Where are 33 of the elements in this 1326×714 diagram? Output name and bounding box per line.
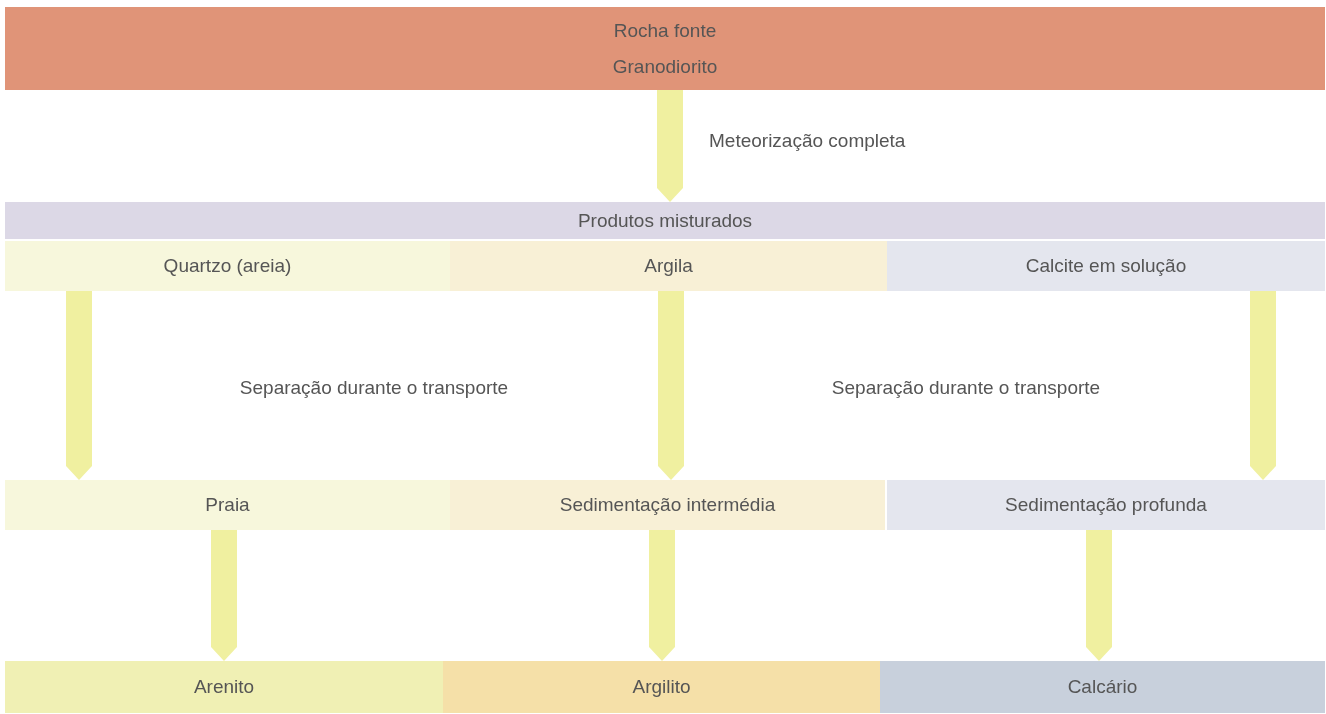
process-box <box>450 241 887 291</box>
arrow <box>66 291 92 480</box>
box-text: Sedimentação profunda <box>1005 494 1207 516</box>
box-text: Argilito <box>632 676 691 698</box>
process-label: Separação durante o transporte <box>831 377 1101 399</box>
process-label: Separação durante o transporte <box>239 377 509 399</box>
box-text: Calcário <box>1067 676 1138 698</box>
box-text: Sedimentação intermédia <box>559 494 776 516</box>
process-box <box>887 241 1325 291</box>
arrow <box>1250 291 1276 480</box>
process-box <box>887 480 1325 530</box>
arrow <box>657 90 683 202</box>
arrow <box>1086 530 1112 661</box>
box-text: Produtos misturados <box>577 209 753 232</box>
process-box <box>5 241 450 291</box>
process-box <box>450 480 885 530</box>
box-text: Arenito <box>193 676 255 698</box>
box-text: Argila <box>644 255 693 277</box>
arrow <box>649 530 675 661</box>
process-box <box>5 480 450 530</box>
process-box <box>880 661 1325 713</box>
box-text: Calcite em solução <box>1025 255 1187 277</box>
box-text: Praia <box>205 494 250 516</box>
arrow <box>211 530 237 661</box>
box-text: Granodiorito <box>612 55 718 78</box>
box-text: Quartzo (areia) <box>163 255 292 277</box>
process-box <box>443 661 880 713</box>
box-text: Rocha fonte <box>613 19 717 42</box>
process-box <box>5 202 1325 239</box>
process-box <box>5 661 443 713</box>
process-box <box>5 7 1325 90</box>
arrow <box>658 291 684 480</box>
edge-label: Meteorização completa <box>709 130 906 152</box>
